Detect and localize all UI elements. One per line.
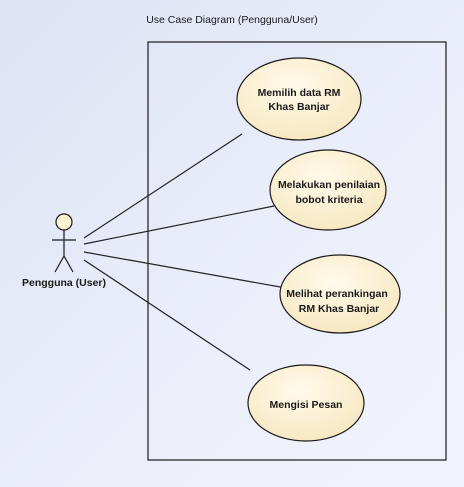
use-case-label-line1: Melihat perankingan xyxy=(286,288,388,300)
use-case-label-line1: Memilih data RM xyxy=(258,87,341,99)
association-line-4 xyxy=(83,259,251,371)
use-case-label-line2: RM Khas Banjar xyxy=(299,303,380,315)
use-case-ellipse xyxy=(269,149,387,231)
actor-head-icon xyxy=(55,213,73,231)
use-case-ellipse xyxy=(247,364,365,442)
actor-label: Pengguna (User) xyxy=(22,277,106,289)
association-line-1 xyxy=(83,133,243,239)
association-line-3 xyxy=(83,251,287,289)
use-case-melihat-perankingan[interactable]: Melihat perankingan RM Khas Banjar xyxy=(279,254,401,334)
association-lines xyxy=(83,133,287,371)
diagram-title: Use Case Diagram (Pengguna/User) xyxy=(146,14,318,26)
use-case-label-line1: Melakukan penilaian xyxy=(278,179,380,191)
use-case-melakukan-penilaian[interactable]: Melakukan penilaian bobot kriteria xyxy=(269,149,387,231)
system-boundary xyxy=(147,41,447,461)
actor-left-leg xyxy=(54,255,65,273)
actor-right-leg xyxy=(63,255,74,273)
use-case-memilih-data[interactable]: Memilih data RM Khas Banjar xyxy=(236,57,362,141)
use-case-ellipse xyxy=(279,254,401,334)
use-case-label-line2: Khas Banjar xyxy=(268,101,329,113)
association-line-2 xyxy=(83,205,275,245)
use-case-label-line1: Mengisi Pesan xyxy=(270,399,343,411)
use-case-label-line2: bobot kriteria xyxy=(295,194,362,206)
use-case-ellipse xyxy=(236,57,362,141)
use-case-mengisi-pesan[interactable]: Mengisi Pesan xyxy=(247,364,365,442)
actor-pengguna[interactable]: Pengguna (User) xyxy=(22,213,106,289)
